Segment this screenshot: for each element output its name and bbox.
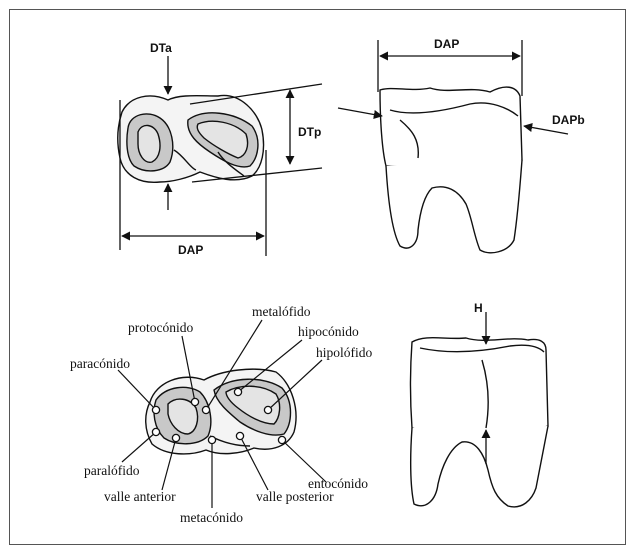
paralofido-label: paralófido [84, 463, 140, 478]
metalofido-label: metalófido [252, 304, 311, 319]
dta-label: DTa [150, 41, 172, 55]
dap-label-right: DAP [434, 37, 459, 51]
protoconido-label: protocónido [128, 320, 193, 335]
lateral-measure-view [380, 87, 522, 253]
valle-posterior-label: valle posterior [256, 489, 334, 504]
valle-anterior-label: valle anterior [104, 489, 176, 504]
hipolofido-label: hipolófido [316, 345, 372, 360]
height-measure-view [411, 338, 549, 507]
dap-label-left: DAP [178, 243, 203, 257]
dapb-label: DAPb [552, 113, 585, 127]
h-label: H [474, 301, 483, 315]
paraconido-label: paracónido [70, 356, 130, 371]
occlusal-measure-view [118, 95, 264, 182]
dtp-label: DTp [298, 125, 321, 139]
metaconido-label: metacónido [180, 510, 243, 525]
hipoconido-label: hipocónido [298, 324, 359, 339]
occlusal-anatomy-view [146, 369, 296, 454]
